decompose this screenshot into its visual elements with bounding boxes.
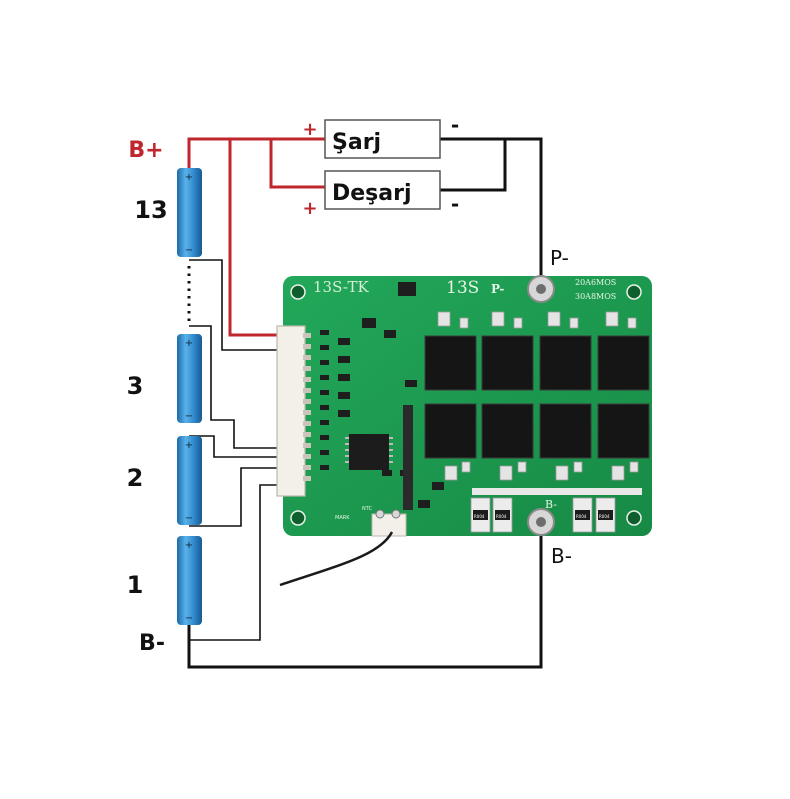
mosfet-tabs-top bbox=[437, 311, 637, 329]
b-minus-right-label: B- bbox=[551, 544, 572, 568]
connector-pins bbox=[303, 333, 311, 481]
pcb-ntc-text: NTC bbox=[362, 506, 373, 512]
ntc-probe-cable bbox=[279, 531, 394, 587]
svg-text:−: − bbox=[185, 513, 193, 524]
cell-body bbox=[177, 536, 202, 625]
balance-wire-1 bbox=[189, 484, 282, 641]
mosfet-tabs-bottom bbox=[444, 461, 639, 481]
cell-body bbox=[177, 436, 202, 525]
cell-1: + − bbox=[177, 536, 202, 625]
svg-text:−: − bbox=[185, 613, 193, 624]
b-minus-main-wire bbox=[187, 536, 543, 669]
mosfet bbox=[481, 335, 534, 391]
discharge-plus-sign: + bbox=[302, 198, 317, 219]
mosfet bbox=[539, 403, 592, 459]
b-plus-label: B+ bbox=[128, 138, 163, 163]
cell-number-13: 13 bbox=[134, 196, 167, 224]
pcb-model-text: 13S-TK bbox=[313, 278, 369, 296]
cell-13: + − bbox=[177, 168, 202, 257]
b-minus-label: B- bbox=[139, 631, 165, 656]
shunt-label-3: R004 bbox=[576, 514, 587, 519]
b-plus-to-discharge-wire bbox=[269, 139, 325, 189]
shunt-resistors bbox=[470, 497, 616, 533]
charge-minus-sign: - bbox=[451, 113, 459, 137]
balance-connector bbox=[276, 325, 306, 497]
balance-wires bbox=[189, 259, 282, 641]
pcb-rating-2: 30A8MOS bbox=[575, 292, 616, 301]
mosfet bbox=[597, 335, 650, 391]
charge-box: Şarj bbox=[324, 119, 441, 159]
resistor-array bbox=[403, 405, 413, 510]
p-minus-label: P- bbox=[550, 246, 569, 270]
mosfet bbox=[424, 335, 477, 391]
charge-plus-sign: + bbox=[302, 119, 317, 140]
svg-text:+: + bbox=[185, 338, 193, 349]
pcb-series-text: 13S bbox=[446, 278, 479, 298]
pcb-b-minus-text: B- bbox=[545, 498, 557, 511]
bms-controller-chip bbox=[349, 434, 389, 470]
discharge-label: Deşarj bbox=[332, 181, 412, 206]
svg-text:+: + bbox=[185, 540, 193, 551]
mounting-holes bbox=[290, 284, 642, 526]
pcb-p-minus-text: P- bbox=[491, 282, 504, 296]
mosfet bbox=[424, 403, 477, 459]
balance-wire-2 bbox=[189, 467, 282, 527]
mosfet bbox=[539, 335, 592, 391]
discharge-box: Deşarj bbox=[324, 170, 441, 210]
svg-text:−: − bbox=[185, 411, 193, 422]
pcb-rating-1: 20A6MOS bbox=[575, 278, 616, 287]
cell-2: + − bbox=[177, 436, 202, 525]
discharge-to-p-minus-wire bbox=[440, 139, 507, 192]
current-shunt-strip bbox=[472, 488, 642, 495]
positive-wires bbox=[187, 137, 325, 337]
charge-label: Şarj bbox=[332, 130, 381, 155]
mosfet bbox=[597, 403, 650, 459]
cell-number-3: 3 bbox=[127, 372, 144, 400]
smd-components bbox=[320, 282, 444, 508]
mosfet bbox=[481, 403, 534, 459]
shunt-label-1: R004 bbox=[474, 514, 485, 519]
svg-text:+: + bbox=[185, 440, 193, 451]
cell-number-1: 1 bbox=[127, 571, 144, 599]
svg-text:−: − bbox=[185, 245, 193, 256]
negative-wires bbox=[187, 137, 543, 669]
cell-body bbox=[177, 168, 202, 257]
discharge-minus-sign: - bbox=[451, 192, 459, 216]
b-plus-to-charge-wire bbox=[187, 137, 325, 168]
bms-pcb: 13S-TK 13S P- 20A6MOS 30A8MOS B- MARK NT… bbox=[276, 275, 652, 537]
balance-wire-12 bbox=[189, 325, 282, 449]
svg-text:+: + bbox=[185, 172, 193, 183]
shunt-label-4: R004 bbox=[599, 514, 610, 519]
cell-3: + − bbox=[177, 334, 202, 423]
mosfet-array bbox=[424, 335, 650, 459]
b-plus-sense-wire bbox=[228, 139, 282, 337]
cell-body bbox=[177, 334, 202, 423]
shunt-label-2: R004 bbox=[496, 514, 507, 519]
pcb-mark-text: MARK bbox=[335, 515, 350, 521]
balance-wire-3 bbox=[189, 435, 282, 458]
cell-number-2: 2 bbox=[127, 464, 144, 492]
balance-wire-13 bbox=[189, 259, 282, 351]
charge-to-p-minus-wire bbox=[440, 137, 543, 276]
